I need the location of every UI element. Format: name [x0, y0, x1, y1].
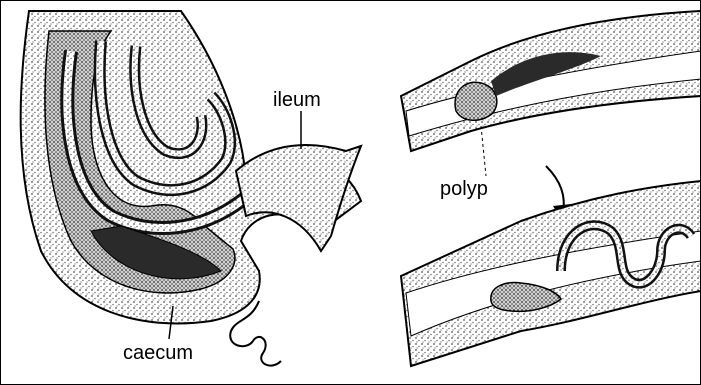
polyp-body: [455, 82, 497, 120]
polyp-leader: [481, 126, 486, 176]
caecum-ileum-drawing: [21, 11, 361, 366]
intussusception-drawing: [401, 181, 701, 366]
polyp-bowel-drawing: [401, 11, 701, 176]
ileum-tube: [236, 145, 361, 251]
label-caecum: caecum: [121, 342, 195, 364]
label-polyp: polyp: [438, 178, 490, 200]
label-ileum: ileum: [271, 89, 323, 111]
